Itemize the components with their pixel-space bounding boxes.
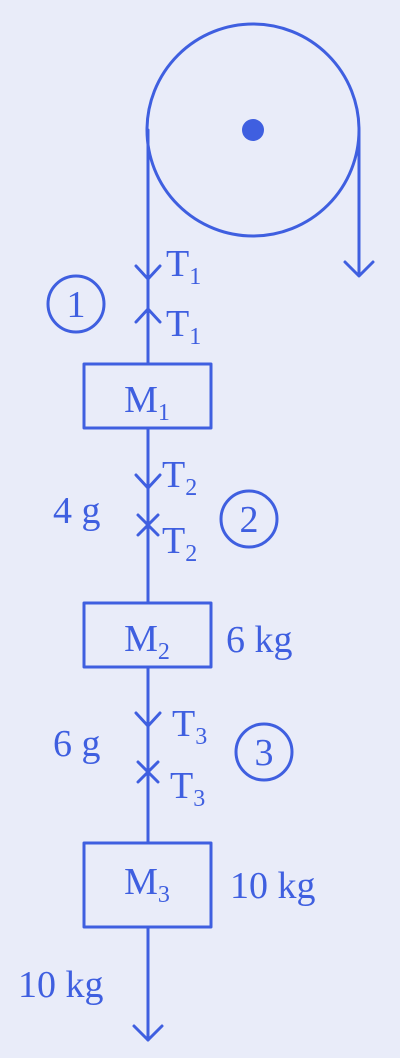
t3-cross-b bbox=[136, 760, 160, 784]
mass-label-m2: M2 bbox=[124, 618, 170, 665]
right-string-arrow bbox=[343, 260, 375, 278]
point-label-2: 2 bbox=[240, 499, 259, 541]
tension-label-t2-lower: T2 bbox=[162, 520, 197, 567]
tension-label-t1-lower: T1 bbox=[166, 303, 201, 350]
t2-cross-b bbox=[136, 513, 160, 537]
tension-label-t2-upper: T2 bbox=[162, 454, 197, 501]
force-label-4g: 4 g bbox=[53, 490, 101, 532]
mass-value-10kg-right: 10 kg bbox=[230, 865, 316, 907]
bottom-arrow bbox=[132, 1024, 164, 1042]
t1-down-arrow bbox=[134, 264, 162, 281]
pulley-axle bbox=[242, 119, 264, 141]
tension-label-t1-upper: T1 bbox=[166, 243, 201, 290]
point-label-3: 3 bbox=[255, 732, 274, 774]
mass-label-m1: M1 bbox=[124, 379, 170, 426]
mass-box-m3 bbox=[82, 841, 213, 929]
point-3-circle bbox=[234, 722, 294, 782]
force-label-6g: 6 g bbox=[53, 723, 101, 765]
mass-box-m1 bbox=[82, 362, 213, 430]
tension-label-t3-upper: T3 bbox=[172, 703, 207, 750]
point-label-1: 1 bbox=[67, 284, 86, 326]
point-1-circle bbox=[46, 274, 106, 334]
tension-label-t3-lower: T3 bbox=[170, 765, 205, 812]
t1-up-arrow bbox=[134, 307, 162, 324]
mass-value-6kg: 6 kg bbox=[226, 619, 293, 661]
mass-label-m3: M3 bbox=[124, 861, 170, 908]
mass-value-10kg-left: 10 kg bbox=[18, 964, 104, 1006]
t3-down-arrow bbox=[134, 711, 162, 728]
mass-box-m2 bbox=[82, 601, 213, 669]
point-2-circle bbox=[219, 489, 279, 549]
t2-down-arrow bbox=[134, 473, 162, 490]
